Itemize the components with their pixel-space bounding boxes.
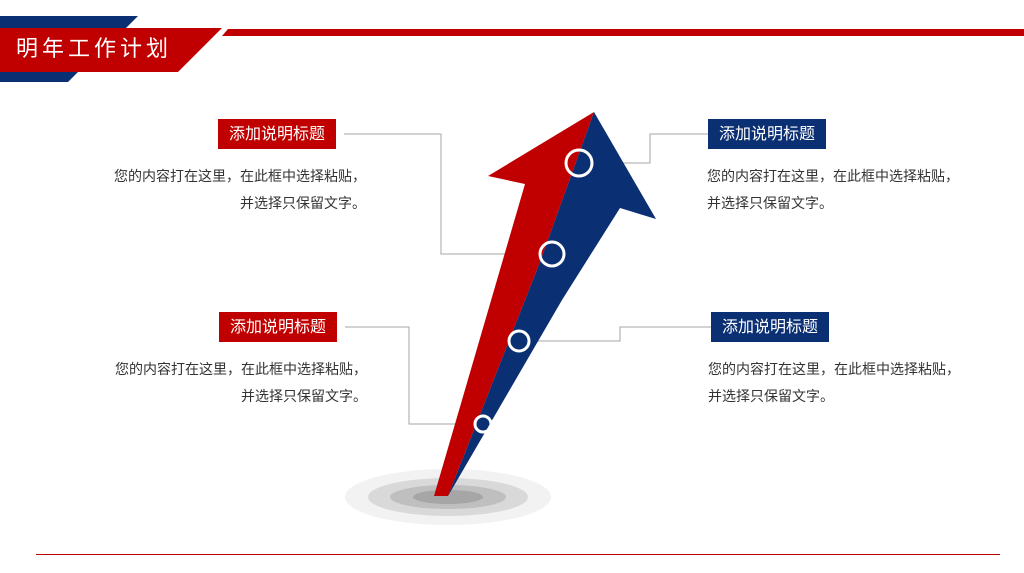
page-title: 明年工作计划 — [16, 37, 173, 62]
connector-top-left — [344, 133, 540, 255]
item-description-line: 并选择只保留文字。 — [707, 196, 833, 212]
milestone-circle-2 — [538, 240, 566, 268]
item-description-line: 您的内容打在这里，在此框中选择粘贴， — [115, 362, 367, 378]
item-title-bottom-right: 添加说明标题 — [711, 312, 830, 342]
arrow-shadow-core — [413, 490, 483, 504]
item-description-top-left: 您的内容打在这里，在此框中选择粘贴， 并选择只保留文字。 — [114, 164, 366, 218]
item-description-line: 您的内容打在这里，在此框中选择粘贴， — [708, 362, 960, 378]
item-title-top-left: 添加说明标题 — [218, 119, 337, 149]
item-description-top-right: 您的内容打在这里，在此框中选择粘贴， 并选择只保留文字。 — [707, 164, 959, 218]
item-description-line: 并选择只保留文字。 — [240, 196, 366, 212]
connector-bottom-right — [530, 326, 711, 342]
milestone-circle-3 — [507, 329, 531, 353]
item-description-line: 您的内容打在这里，在此框中选择粘贴， — [707, 169, 959, 185]
footer-divider — [36, 554, 1000, 555]
item-description-line: 并选择只保留文字。 — [241, 389, 367, 405]
milestone-circle-1 — [564, 148, 594, 178]
item-description-line: 并选择只保留文字。 — [708, 389, 834, 405]
item-title-top-right: 添加说明标题 — [708, 119, 827, 149]
header-blue-stripe-bottom — [0, 72, 78, 82]
milestone-circle-4 — [473, 414, 493, 434]
item-description-line: 您的内容打在这里，在此框中选择粘贴， — [114, 169, 366, 185]
connector-bottom-left — [345, 326, 474, 425]
item-title-bottom-left: 添加说明标题 — [219, 312, 338, 342]
arrow-blue-half — [448, 112, 656, 496]
item-description-bottom-left: 您的内容打在这里，在此框中选择粘贴， 并选择只保留文字。 — [115, 357, 367, 411]
milestone-markers — [473, 148, 594, 434]
item-description-bottom-right: 您的内容打在这里，在此框中选择粘贴， 并选择只保留文字。 — [708, 357, 960, 411]
header-blue-stripe-top — [0, 16, 138, 28]
header-red-line — [222, 29, 1024, 36]
arrow-red-half — [434, 112, 594, 496]
header-red-banner — [0, 28, 222, 72]
